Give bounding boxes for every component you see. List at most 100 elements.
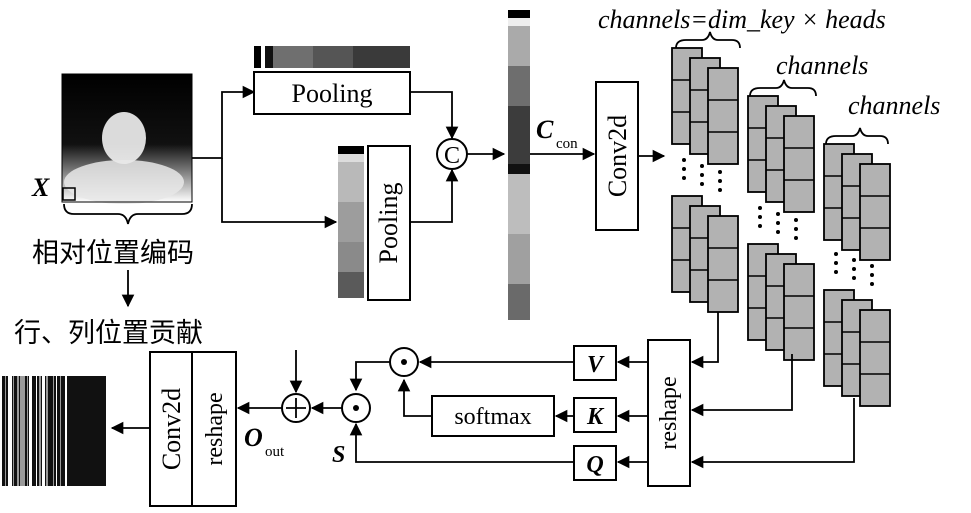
- brace-group-2: [749, 79, 817, 97]
- ellipsis-dot: [718, 179, 722, 183]
- s-product-dot: [353, 405, 359, 411]
- tensor-slice: [859, 309, 891, 407]
- barcode-bar: [27, 376, 28, 486]
- x-label: X: [31, 173, 50, 202]
- barcode-bar: [13, 376, 14, 486]
- brace-group-3: [825, 127, 889, 145]
- ellipsis-dot: [758, 215, 762, 219]
- barcode-bar: [53, 376, 54, 486]
- column-pooled-strip: [338, 146, 364, 298]
- barcode-bar: [5, 376, 6, 486]
- ellipsis-dot: [834, 261, 838, 265]
- arrow-softmax-to-dot: [397, 378, 432, 417]
- ellipsis-dot: [794, 218, 798, 222]
- ellipsis-dot: [700, 173, 704, 177]
- k-label: K: [586, 404, 605, 430]
- barcode-bar: [8, 376, 12, 486]
- arrow-stack3-to-reshape: [690, 398, 855, 469]
- q-box: [573, 445, 617, 481]
- v-product-dot: [401, 359, 407, 365]
- pooling-bottom-box: [367, 145, 411, 301]
- output-feature-barcode: [2, 376, 106, 486]
- q-label: Q: [586, 452, 603, 478]
- tensor-slice: [707, 215, 739, 313]
- ccon-sub: con: [556, 136, 578, 152]
- ellipsis-dot: [758, 224, 762, 228]
- conv2d-left-box: [149, 351, 193, 507]
- barcode-bar: [17, 376, 19, 486]
- channels-right-label: channels: [848, 91, 940, 120]
- v-label: V: [587, 352, 605, 378]
- conv2d-mid-label: Conv2d: [603, 115, 632, 197]
- tensor-stacks: [671, 47, 891, 407]
- ellipsis-dot: [870, 273, 874, 277]
- ellipsis-dot: [852, 276, 856, 280]
- barcode-bar: [20, 376, 25, 486]
- channels-mid-label: channels: [776, 51, 868, 80]
- ellipsis-dot: [834, 252, 838, 256]
- ellipsis-dot: [870, 264, 874, 268]
- s-label: S: [332, 442, 345, 468]
- concatenated-strip: [508, 10, 530, 320]
- v-box: [573, 345, 617, 381]
- reshape-left-label: reshape: [202, 392, 228, 465]
- channels-top-label: channels=dim_key × heads: [598, 5, 886, 34]
- ellipsis-dot: [834, 270, 838, 274]
- arrow-stack2-to-reshape: [690, 354, 793, 417]
- barcode-bar: [46, 376, 48, 486]
- ellipsis-dot: [682, 158, 686, 162]
- tensor-slice: [707, 67, 739, 165]
- pooling-top-label: Pooling: [292, 79, 373, 108]
- image-brace: [63, 203, 193, 225]
- barcode-bar: [36, 376, 37, 486]
- ellipsis-dot: [758, 206, 762, 210]
- ellipsis-dot: [718, 170, 722, 174]
- ccon-main: C: [536, 115, 554, 144]
- concat-letter: C: [444, 143, 460, 169]
- ellipsis-dot: [700, 164, 704, 168]
- reshape-right-label: reshape: [656, 376, 682, 449]
- row-pooled-strip: [254, 46, 410, 68]
- pooling-top-box: [253, 71, 411, 115]
- ellipsis-dot: [870, 282, 874, 286]
- tensor-slice: [859, 163, 891, 261]
- conv2d-left-label: Conv2d: [157, 388, 186, 470]
- ellipsis-dot: [776, 221, 780, 225]
- relative-position-encoding-label: 相对位置编码: [32, 238, 194, 268]
- input-image: [61, 73, 193, 204]
- softmax-label: softmax: [454, 404, 531, 430]
- k-box: [573, 397, 617, 433]
- barcode-bar: [42, 376, 45, 486]
- ellipsis-dot: [776, 230, 780, 234]
- tensor-slice: [783, 115, 815, 213]
- ellipsis-dot: [852, 258, 856, 262]
- tensor-slice: [783, 263, 815, 361]
- ellipsis-dot: [776, 212, 780, 216]
- arrow-pool-top-to-concat: [410, 91, 459, 140]
- patch-marker: [62, 187, 76, 201]
- ellipsis-dot: [794, 236, 798, 240]
- reshape-right-box: [647, 339, 691, 487]
- barcode-bar: [56, 376, 57, 486]
- row-col-contribution-label: 行、列位置贡献: [14, 318, 203, 348]
- oout-main: O: [244, 423, 263, 452]
- arrow-q-to-s: [349, 422, 574, 463]
- arrow-to-pooling-bottom: [221, 158, 338, 229]
- oout-sub: out: [265, 444, 285, 460]
- reshape-left-box: [191, 351, 237, 507]
- brace-group-1: [675, 31, 741, 49]
- ellipsis-dot: [682, 176, 686, 180]
- ellipsis-dot: [700, 182, 704, 186]
- ellipsis-dot: [852, 267, 856, 271]
- ellipsis-dot: [794, 227, 798, 231]
- ellipsis-dot: [718, 188, 722, 192]
- barcode-bar: [29, 376, 32, 486]
- barcode-bar: [39, 376, 41, 486]
- barcode-bar: [60, 376, 61, 486]
- softmax-box: [431, 395, 555, 437]
- arrow-vproduct-to-s: [349, 361, 390, 392]
- barcode-bar: [65, 376, 67, 486]
- ellipsis-dot: [682, 167, 686, 171]
- arrow-stack1-to-reshape: [690, 312, 719, 369]
